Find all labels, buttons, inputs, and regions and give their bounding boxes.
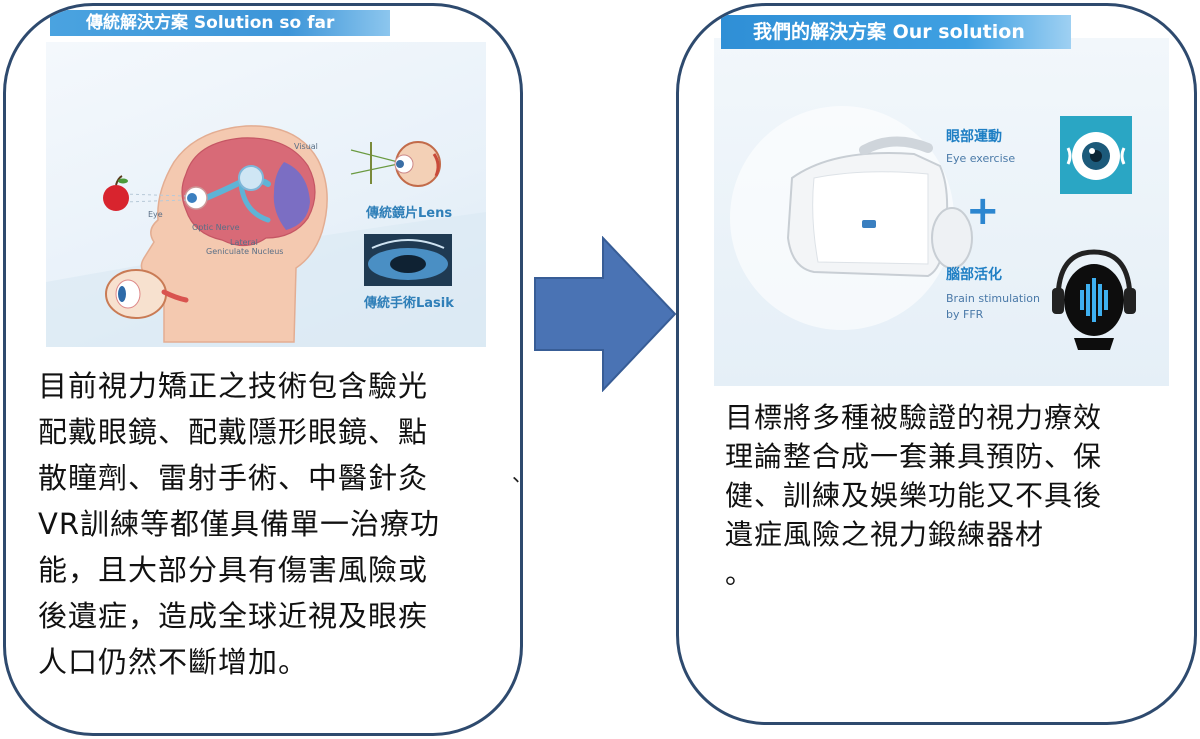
vr-headset-illustration [730, 106, 1136, 350]
visual-cortex-icon [273, 162, 310, 230]
traditional-solutions-figure: Visual Eye Optic Nerve Lateral Geniculat… [46, 42, 486, 347]
visual-cortex-label: Visual [294, 142, 318, 151]
plus-icon: + [966, 188, 1000, 234]
left-text-line: 目前視力矯正之技術包含驗光 [38, 369, 429, 403]
left-text-line: 散瞳劑、雷射手術、中醫針灸 [38, 461, 429, 495]
eye-exercise-en-label: Eye exercise [946, 152, 1016, 165]
apple-icon [103, 185, 129, 211]
brain-zh-label: 腦部活化 [946, 267, 1002, 283]
right-text-line: 目標將多種被驗證的視力療效 [725, 401, 1103, 434]
lens-eye-icon [350, 141, 441, 187]
stray-punctuation: 、 [512, 462, 532, 486]
left-banner-title: 傳統解決方案 Solution so far [50, 10, 390, 36]
eye-exercise-icon [1060, 116, 1132, 194]
right-arrow-icon [534, 236, 677, 392]
left-panel-solution-so-far: Visual Eye Optic Nerve Lateral Geniculat… [3, 3, 523, 736]
left-text-line: VR訓練等都僅具備單一治療功 [38, 507, 440, 541]
left-text-line: 後遺症，造成全球近視及眼疾 [38, 599, 429, 633]
lateral-geniculate-icon [238, 165, 264, 191]
geniculate-nucleus-label: Geniculate Nucleus [206, 247, 284, 256]
optic-nerve-label: Optic Nerve [192, 223, 240, 232]
lasik-method-label: 傳統手術Lasik [364, 296, 454, 311]
our-solution-figure: 眼部運動 Eye exercise + 腦部活化 Brain stimulati… [714, 38, 1169, 386]
eye-label: Eye [148, 210, 163, 219]
left-text-line: 配戴眼鏡、配戴隱形眼鏡、點 [38, 415, 429, 449]
left-text-line: 能，且大部分具有傷害風險或 [38, 553, 429, 587]
left-description: 目前視力矯正之技術包含驗光 配戴眼鏡、配戴隱形眼鏡、點 散瞳劑、雷射手術、中醫針… [38, 363, 498, 685]
lateral-label: Lateral [230, 238, 258, 247]
eye-exercise-zh-label: 眼部運動 [946, 129, 1002, 145]
left-text-line: 人口仍然不斷增加。 [38, 645, 309, 679]
brain-en-label-1: Brain stimulation [946, 292, 1040, 305]
right-banner-title: 我們的解決方案 Our solution [721, 15, 1071, 49]
lens-method-label: 傳統鏡片Lens [366, 206, 453, 221]
right-text-line: 健、訓練及娛樂功能又不具後 [725, 479, 1103, 512]
eyeball-cross-section-icon [105, 269, 189, 319]
right-text-line: 。 [725, 557, 755, 590]
right-text-line: 理論整合成一套兼具預防、保 [725, 440, 1103, 473]
right-panel-our-solution: 眼部運動 Eye exercise + 腦部活化 Brain stimulati… [676, 3, 1197, 725]
vr-headset-icon [786, 136, 973, 278]
right-description: 目標將多種被驗證的視力療效 理論整合成一套兼具預防、保 健、訓練及娛樂功能又不具… [725, 398, 1185, 593]
brain-stimulation-icon [1052, 249, 1136, 350]
anatomy-illustration [46, 125, 486, 347]
lasik-eye-image [364, 234, 452, 286]
right-text-line: 遺症風險之視力鍛練器材 [725, 518, 1045, 551]
brain-en-label-2: by FFR [946, 308, 984, 321]
